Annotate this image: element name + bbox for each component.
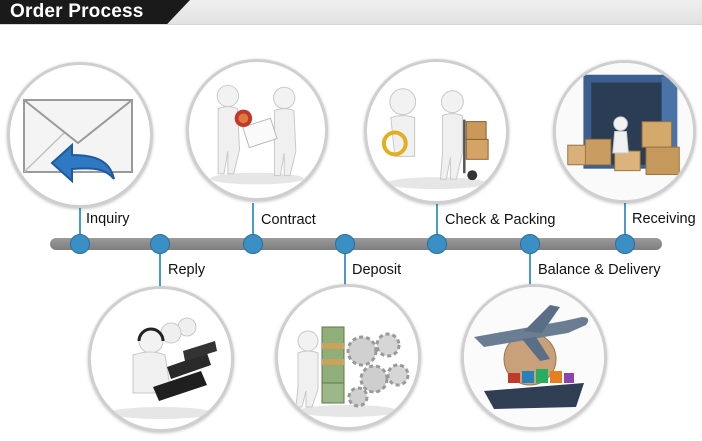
stem-contract	[252, 203, 254, 241]
stem-inquiry	[79, 203, 81, 241]
node-receiving	[615, 234, 635, 254]
node-balance-delivery	[520, 234, 540, 254]
node-deposit	[335, 234, 355, 254]
container-boxes-icon	[553, 60, 696, 203]
timeline-bar	[50, 238, 662, 250]
node-inquiry	[70, 234, 90, 254]
node-reply	[150, 234, 170, 254]
plane-ship-globe-icon	[461, 284, 607, 430]
handshake-stamp-icon	[186, 59, 328, 201]
step-label-reply: Reply	[168, 262, 206, 278]
stem-deposit	[344, 248, 346, 286]
node-contract	[243, 234, 263, 254]
stem-balance-delivery	[529, 248, 531, 286]
envelope-reply-icon	[7, 62, 153, 208]
call-center-icon	[88, 286, 234, 432]
stem-receiving	[624, 203, 626, 241]
title-tab	[0, 0, 190, 24]
page-title: Order Process	[10, 1, 144, 22]
step-label-receiving: Receiving	[632, 211, 696, 227]
stem-reply	[159, 248, 161, 286]
step-label-contract: Contract	[261, 212, 316, 228]
step-label-inquiry: Inquiry	[86, 211, 130, 227]
money-gears-icon	[275, 284, 421, 430]
stem-check-packing	[436, 203, 438, 241]
header-bar: Order Process	[0, 0, 702, 25]
inspection-packing-icon	[364, 59, 509, 204]
step-label-balance-delivery: Balance & Delivery	[538, 262, 661, 278]
step-label-check-packing: Check & Packing	[445, 212, 556, 228]
step-label-deposit: Deposit	[352, 262, 402, 278]
node-check-packing	[427, 234, 447, 254]
